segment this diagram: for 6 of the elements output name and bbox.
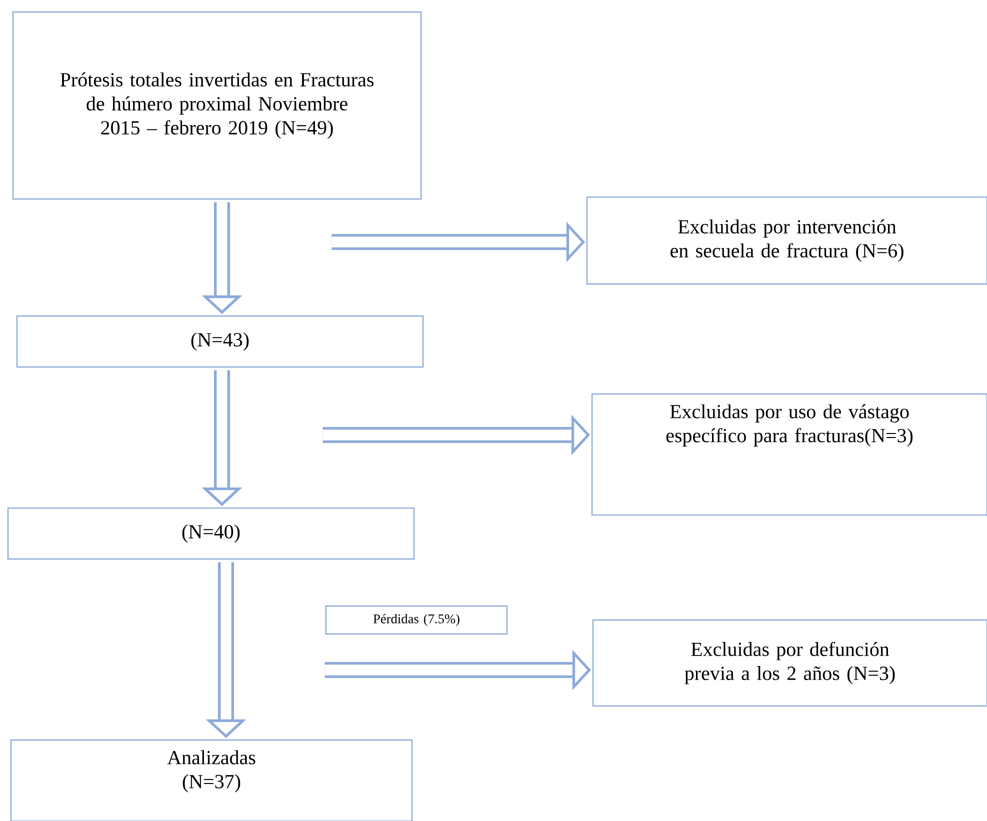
note-box: Pérdidas (7.5%)	[325, 605, 508, 635]
exclusion-box: Excluidas por defunción previa a los 2 años (N=3)	[592, 619, 987, 707]
process-box: Analizadas (N=37)	[10, 739, 413, 821]
process-box: Prótesis totales invertidas en Fracturas de húmero proximal Noviembre 2015 – febrero 2019 (N=49)	[12, 11, 422, 200]
exclusion-box: Excluidas por uso de vástago específico para fracturas(N=3)	[591, 393, 987, 516]
exclusion-box: Excluidas por intervención en secuela de fractura (N=6)	[586, 196, 987, 285]
